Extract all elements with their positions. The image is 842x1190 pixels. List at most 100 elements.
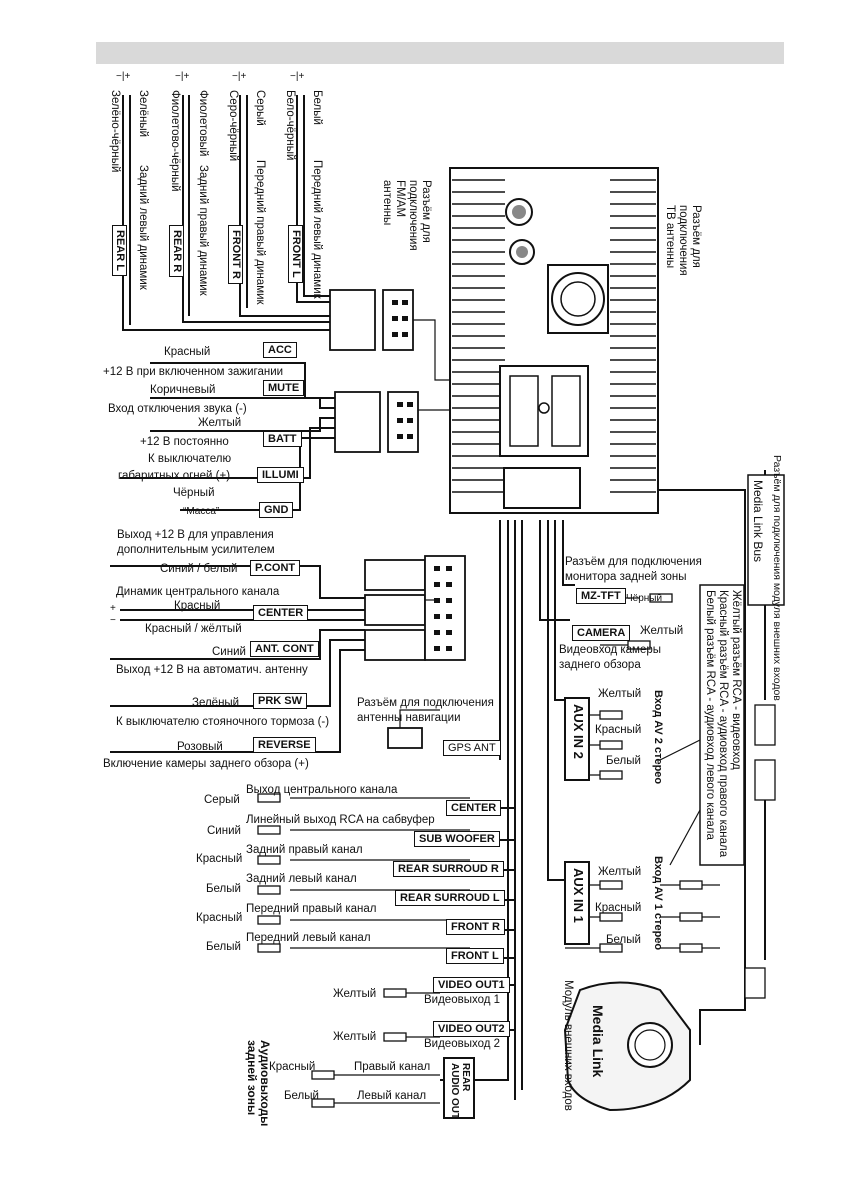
camera-line2: заднего обзора	[559, 659, 641, 671]
aux1-w: Белый	[606, 934, 641, 946]
mute-desc: Вход отключения звука (-)	[108, 403, 247, 415]
aux1-box	[564, 861, 590, 945]
video2-color: Желтый	[333, 1031, 377, 1043]
mute-tag: MUTE	[263, 380, 305, 396]
rear-l-desc: Задний левый динамик	[137, 165, 149, 290]
reverse-wire: Розовый	[177, 741, 223, 753]
wire-pcont	[110, 565, 365, 599]
camera-tag: CAMERA	[572, 625, 631, 641]
center-title: Динамик центрального канала	[116, 586, 280, 598]
illumi-desc: габаритных огней (+)	[118, 470, 231, 482]
aux-socket	[503, 467, 581, 509]
mute-wire: Коричневый	[150, 384, 216, 396]
rear-right: Правый канал	[354, 1061, 431, 1073]
front-l-desc: Передний левый динамик	[311, 160, 323, 299]
out-rr-color: Красный	[196, 853, 243, 865]
wire-mute	[150, 397, 335, 409]
aux2-w: Белый	[606, 755, 641, 767]
out-center-color: Серый	[204, 794, 240, 806]
rear-l-wire1: Зелёный	[137, 90, 149, 138]
camera-line1: Видеовход камеры	[559, 644, 662, 656]
aux2-side: Вход AV 2 стерео	[652, 690, 664, 785]
aux2-box	[564, 697, 590, 781]
rear-tag2: AUDIO OUT	[449, 1063, 460, 1120]
center-tag: CENTER	[253, 605, 309, 621]
rear-side1: Аудиовыходы	[258, 1040, 272, 1127]
wire-rear-l	[122, 95, 330, 331]
batt-desc: +12 В постоянно	[140, 436, 229, 448]
acc-wire: Красный	[164, 346, 211, 358]
rear-tag1: REAR	[460, 1063, 471, 1092]
rear-r-tag: REAR R	[169, 225, 184, 278]
pcont-wire: Синий / белый	[160, 563, 238, 575]
front-r-tag: FRONT R	[228, 225, 243, 284]
rear-left: Левый канал	[357, 1090, 427, 1102]
wire-prksw	[110, 639, 365, 707]
out-fl-color: Белый	[206, 941, 241, 953]
tv-antenna-label: Разъём для подключения ТВ антенны	[664, 205, 702, 276]
gps-line2: антенны навигации	[357, 712, 461, 724]
fm-antenna-label: Разъём для подключения FM/AM антенны	[381, 180, 432, 251]
aux1-r: Красный	[595, 902, 642, 914]
out-rr-desc: Задний правый канал	[246, 844, 363, 856]
medialink-side: Разъём для подключения модуля внешних вх…	[771, 455, 783, 701]
front-r-wire2: Серо-чёрный	[227, 90, 239, 162]
out-sub-color: Синий	[207, 825, 241, 837]
acc-desc: +12 В при включенном зажигании	[103, 366, 284, 378]
video2-tag: VIDEO OUT2	[433, 1021, 510, 1037]
wire-front-l	[296, 95, 330, 303]
out-sub-desc: Линейный выход RCA на сабвуфер	[246, 814, 435, 826]
rear-l-wire2: Зелёно-чёрный	[109, 90, 121, 173]
out-fr-color: Красный	[196, 912, 243, 924]
out-rl-color: Белый	[206, 883, 241, 895]
video1-desc: Видеовыход 1	[424, 994, 501, 1006]
wire-reverse	[110, 649, 365, 753]
antcont-wire: Синий	[212, 646, 246, 658]
medialink-note1: Жёлтый разъём RCA - видеовход	[730, 590, 742, 770]
illumi-tag: ILLUMI	[257, 467, 304, 483]
polarity-rear-l: −|+	[116, 71, 131, 82]
wire-batt	[150, 417, 335, 432]
control-plug-1	[364, 559, 426, 591]
out-fl-tag: FRONT L	[446, 948, 504, 964]
wire-rear-r	[182, 95, 330, 323]
gps-line1: Разъём для подключения	[357, 697, 494, 709]
reverse-tag: REVERSE	[253, 737, 316, 753]
center-wire1: Красный	[174, 600, 221, 612]
gnd-desc: “Масса”	[183, 506, 220, 517]
speaker-plug	[329, 289, 376, 351]
polarity-front-r: −|+	[232, 71, 247, 82]
fan	[547, 264, 609, 334]
monitor-line1: Разъём для подключения	[565, 556, 702, 568]
medialink-bus: Media Link Bus	[751, 480, 765, 563]
out-center-tag: CENTER	[446, 800, 502, 816]
center-minus: −	[110, 615, 116, 626]
prksw-tag: PRK SW	[253, 693, 307, 709]
aux2-y: Желтый	[598, 688, 642, 700]
acc-tag: ACC	[263, 342, 297, 358]
front-r-wire1: Серый	[254, 90, 266, 126]
gps-plug	[387, 727, 423, 749]
batt-tag: BATT	[263, 431, 302, 447]
out-sub-tag: SUB WOOFER	[414, 831, 500, 847]
monitor-tag: MZ-TFT	[576, 588, 626, 604]
power-plug	[334, 391, 381, 453]
out-fr-desc: Передний правый канал	[246, 903, 377, 915]
camera-wire: Желтый	[640, 625, 684, 637]
front-l-wire2: Бело-чёрный	[284, 90, 296, 161]
out-fl-desc: Передний левый канал	[246, 932, 371, 944]
center-wire2: Красный / жёлтый	[145, 623, 242, 635]
rear-red: Красный	[269, 1061, 316, 1073]
center-plus: +	[110, 603, 116, 614]
medialink-note3: Белый разъём RCA - аудиовход левого кана…	[704, 590, 716, 840]
rear-r-wire1: Фиолетовый	[197, 90, 209, 157]
polarity-rear-r: −|+	[175, 71, 190, 82]
antcont-tag: ANT. CONT	[250, 641, 319, 657]
head-unit	[449, 167, 659, 514]
rear-r-desc: Задний правый динамик	[197, 165, 209, 296]
wire-illumi	[120, 427, 335, 479]
wire-antcont	[110, 629, 365, 660]
video1-tag: VIDEO OUT1	[433, 977, 510, 993]
